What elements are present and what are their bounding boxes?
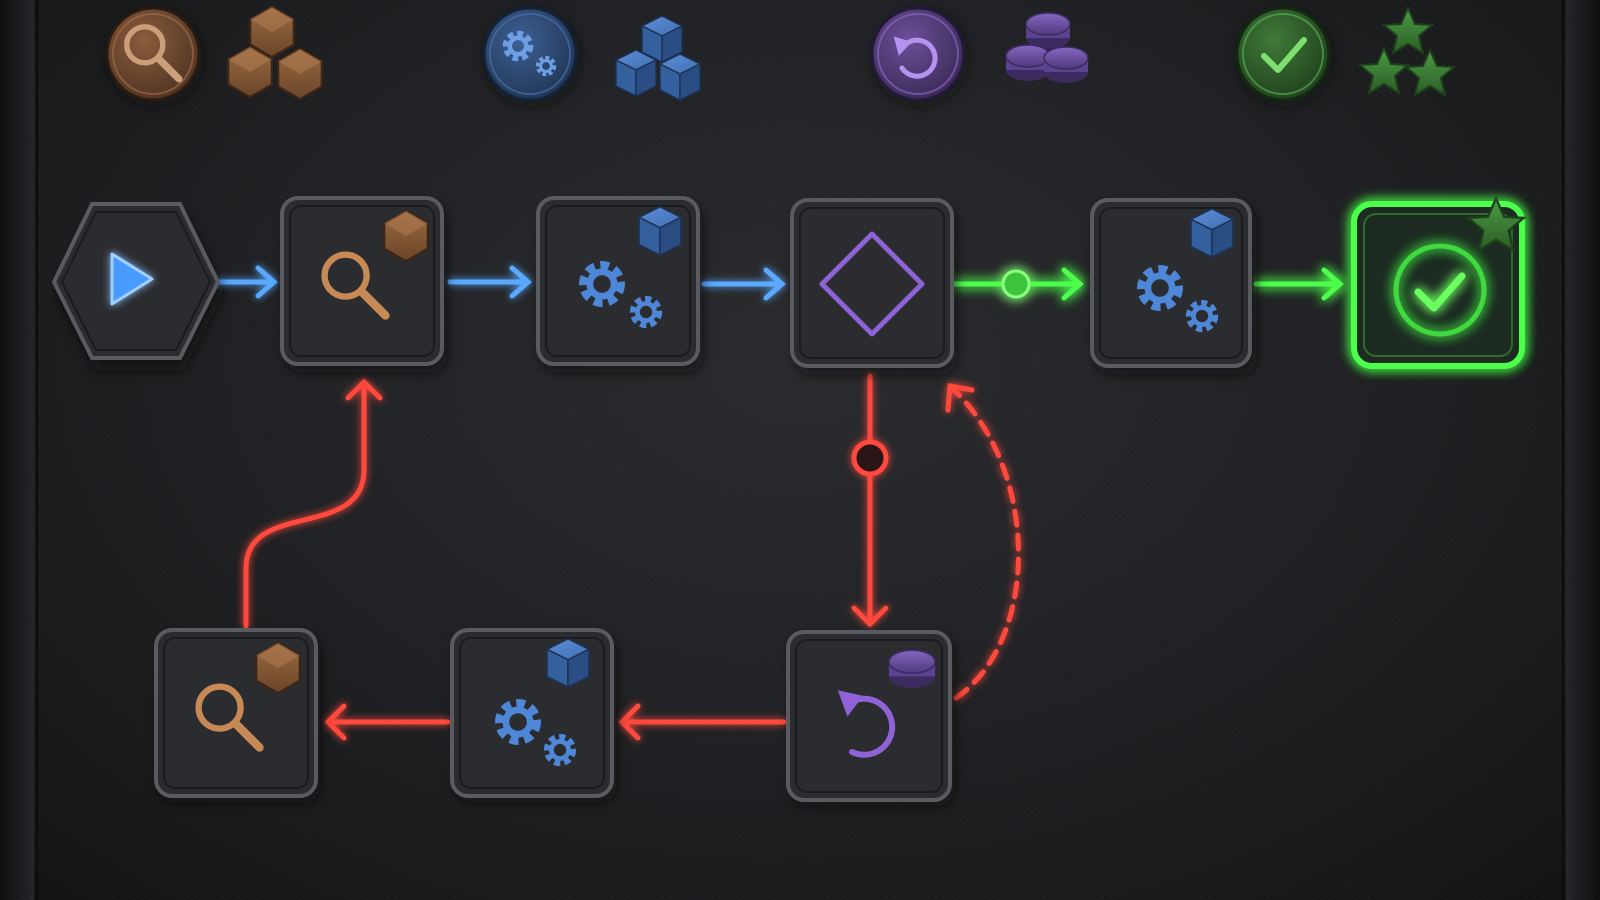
cube-piece: [546, 638, 590, 688]
cube-pieces: [615, 15, 701, 101]
disc-stack-pieces: [1005, 12, 1089, 84]
arrow-search2-to-search1: [243, 378, 383, 629]
cube-piece: [1190, 208, 1234, 258]
node-decision[interactable]: [790, 198, 956, 374]
play-icon: [110, 252, 154, 306]
node-search-1[interactable]: [280, 196, 446, 372]
board-frame-left: [0, 0, 34, 900]
cube-piece: [638, 206, 682, 256]
arrow-decision-to-process2: [951, 267, 1084, 301]
board-frame-line-left: [36, 0, 38, 900]
node-start[interactable]: [51, 202, 224, 370]
hexagon-piece: [254, 641, 302, 695]
legend-bronze-token: [105, 6, 201, 102]
undo-icon: [893, 36, 938, 79]
green-node-marker: [1001, 269, 1031, 299]
legend-purple-group: [870, 6, 1089, 106]
arrow-decision-to-retry: [851, 373, 889, 628]
legend-bronze-group: [105, 5, 324, 106]
arrow-search-to-process: [447, 265, 532, 299]
undo-icon: [837, 690, 896, 758]
arrow-process2-to-goal: [1253, 267, 1344, 301]
node-process-2[interactable]: [1090, 198, 1256, 374]
star-pieces: [1359, 7, 1455, 96]
node-process-1[interactable]: [536, 196, 702, 372]
arrow-retry-to-decision-dashed: [945, 383, 1021, 701]
legend-blue-token: [482, 6, 578, 102]
connector-blue-group: [213, 265, 786, 301]
check-icon: [1261, 37, 1307, 73]
arrow-start-to-search: [213, 265, 278, 299]
node-process-3[interactable]: [450, 628, 616, 802]
disc-piece: [888, 649, 936, 689]
legend-blue-group: [482, 6, 701, 106]
board-frame-line-right: [1562, 0, 1564, 900]
arrow-process3-to-search2: [324, 703, 451, 741]
arrow-retry-to-process3: [618, 703, 787, 741]
legend-green-group: [1235, 6, 1455, 106]
node-goal[interactable]: [1351, 197, 1526, 370]
check-icon: [1414, 272, 1466, 312]
node-search-2[interactable]: [154, 628, 320, 802]
connector-red-group: [243, 373, 1021, 741]
legend-green-token: [1235, 6, 1331, 102]
connector-green-group: [951, 267, 1344, 301]
red-node-marker: [851, 439, 889, 477]
diamond-icon: [819, 231, 925, 337]
node-retry[interactable]: [786, 630, 954, 806]
hexagon-pieces: [226, 5, 324, 101]
arrow-process-to-decision: [701, 267, 786, 301]
hexagon-piece: [382, 209, 430, 263]
legend-purple-token: [870, 6, 966, 102]
